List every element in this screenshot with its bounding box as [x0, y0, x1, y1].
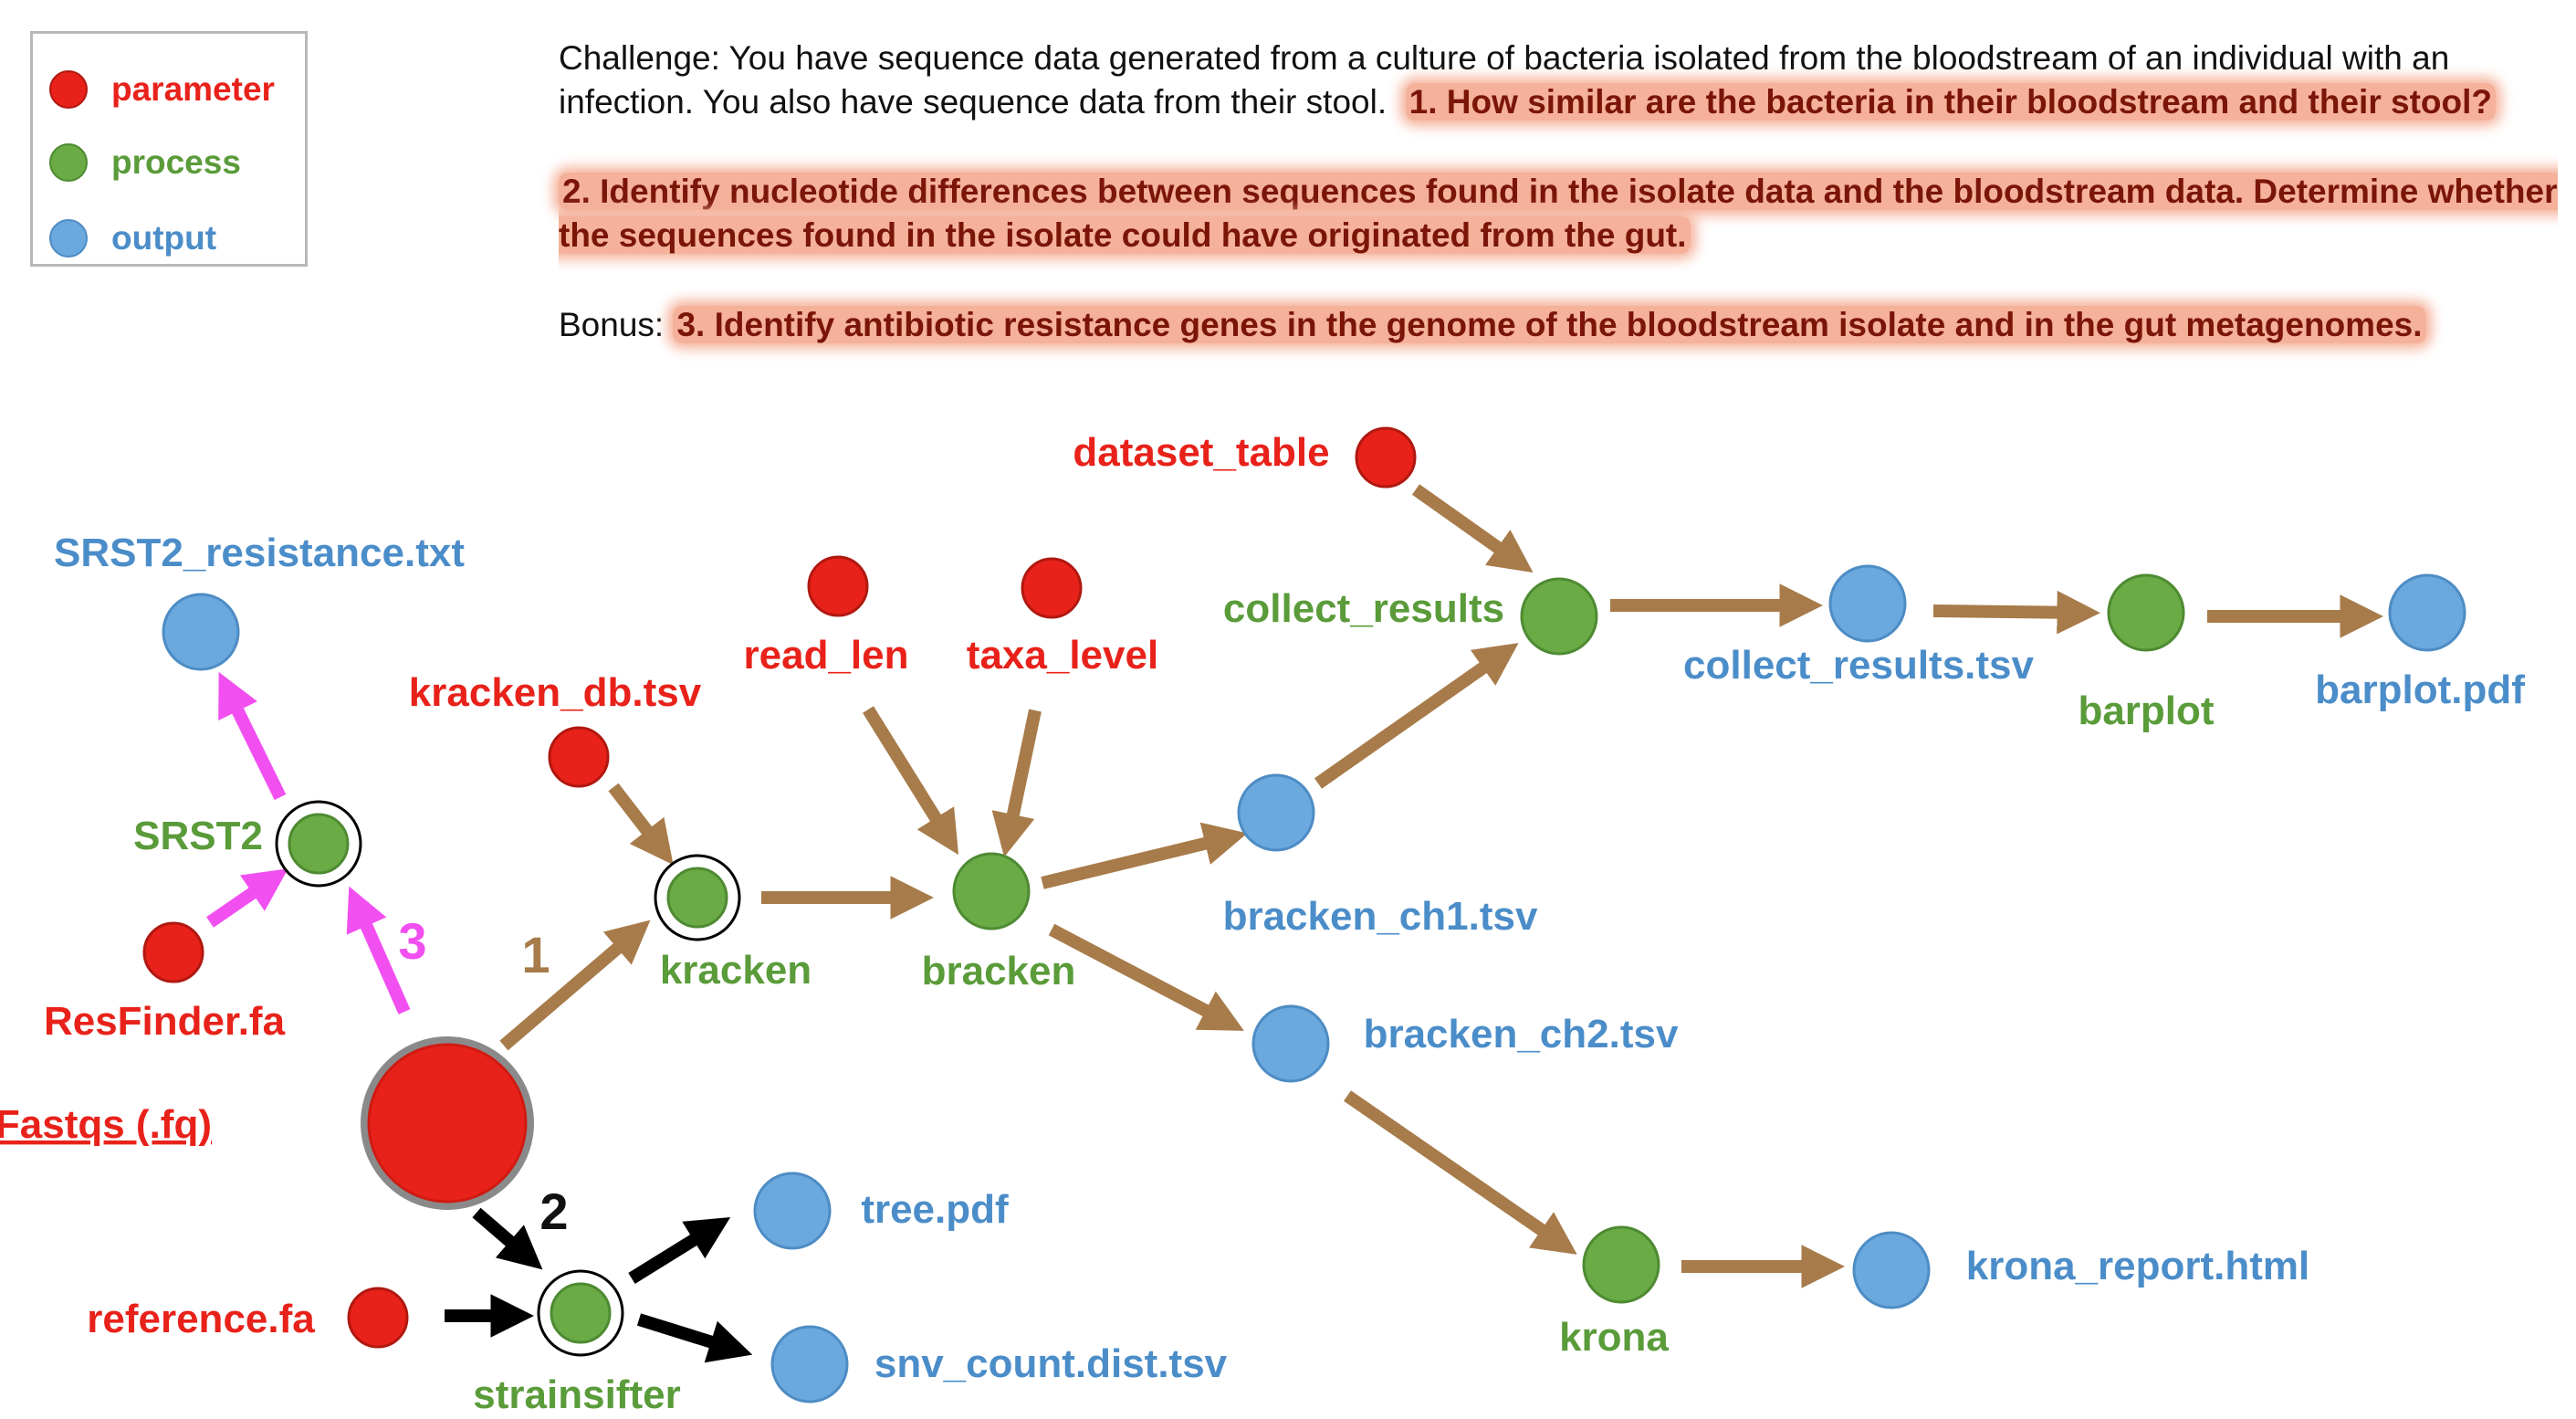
barplot-node	[2107, 573, 2185, 652]
krona-report-label: krona_report.html	[1966, 1244, 2310, 1288]
tree-pdf-node	[753, 1172, 832, 1250]
edge-bracken-ch1-to-collect-results	[1314, 643, 1519, 789]
reference-label: reference.fa	[87, 1297, 315, 1341]
resfinder-node	[142, 921, 204, 983]
fastqs-label: Fastqs (.fq)	[0, 1102, 212, 1147]
question-2-paragraph: 2. Identify nucleotide differences betwe…	[559, 170, 2567, 258]
taxa-level-node	[1021, 557, 1083, 619]
collect-results-node	[1520, 577, 1598, 656]
edge-taxa-level-to-bracken	[991, 709, 1042, 857]
tree-pdf-label: tree.pdf	[861, 1187, 1009, 1232]
edge-fastqs-to-strainsifter	[472, 1207, 543, 1270]
krona-node	[1582, 1225, 1660, 1304]
bonus-paragraph: Bonus: 3. Identify antibiotic resistance…	[559, 303, 2567, 347]
barplot-pdf-node	[2388, 573, 2466, 652]
edge-fastqs-to-srst2	[346, 886, 411, 1014]
workflow-labels: Fastqs (.fq) ResFinder.fa SRST2 SRST2_resis…	[0, 430, 2525, 1417]
path-1-label: 1	[521, 926, 550, 983]
barplot-label: barplot	[2078, 688, 2214, 733]
legend-label-output: output	[111, 219, 217, 257]
edge-read-len-to-bracken	[863, 706, 959, 856]
challenge-intro: Challenge: You have sequence data genera…	[559, 39, 2450, 121]
edge-bracken-to-bracken-ch2	[1048, 923, 1244, 1031]
kracken-db-node	[548, 726, 610, 788]
legend-label-process: process	[111, 143, 241, 181]
legend: parameter process output	[30, 31, 308, 267]
process-dot-icon	[49, 143, 88, 182]
srst2-out-node	[162, 593, 240, 671]
edge-kracken-db-to-kracken	[608, 783, 674, 866]
fastqs-node	[367, 1043, 528, 1204]
path-2-label: 2	[539, 1182, 568, 1240]
edge-srst2-to-resistance	[218, 671, 287, 801]
barplot-pdf-label: barplot.pdf	[2315, 667, 2525, 712]
edge-resfinder-to-srst2	[206, 868, 288, 928]
edge-strainsifter-to-snv	[636, 1313, 753, 1363]
bonus-label: Bonus:	[559, 306, 665, 343]
question-1: 1. How similar are the bacteria in their…	[1405, 83, 2497, 121]
edge-tsv-to-barplot	[1932, 590, 2101, 635]
edge-fastqs-to-kracken	[499, 920, 651, 1051]
bracken-ch1-node	[1237, 773, 1315, 852]
bracken-label: bracken	[922, 949, 1076, 993]
strainsifter-label: strainsifter	[473, 1372, 680, 1417]
question-3: 3. Identify antibiotic resistance genes …	[673, 306, 2426, 343]
challenge-text: Challenge: You have sequence data genera…	[559, 37, 2567, 347]
legend-label-parameter: parameter	[111, 70, 275, 108]
path-3-label: 3	[398, 912, 426, 970]
snv-count-label: snv_count.dist.tsv	[874, 1341, 1228, 1386]
srst2-out-label: SRST2_resistance.txt	[54, 531, 465, 575]
krona-label: krona	[1559, 1315, 1669, 1360]
parameter-dot-icon	[49, 70, 88, 109]
read-len-node	[807, 555, 869, 617]
legend-item-output: output	[49, 215, 216, 261]
edge-bracken-to-bracken-ch1	[1041, 822, 1248, 889]
dataset-table-node	[1355, 426, 1417, 489]
bracken-node	[952, 852, 1031, 930]
reference-node	[347, 1287, 409, 1349]
srst2-label: SRST2	[133, 814, 263, 858]
resfinder-label: ResFinder.fa	[44, 999, 286, 1044]
workflow-nodes	[142, 426, 2466, 1403]
kracken-db-label: kracken_db.tsv	[409, 670, 702, 715]
bracken-ch2-node	[1251, 1004, 1330, 1083]
dataset-table-label: dataset_table	[1073, 430, 1329, 475]
kracken-label: kracken	[660, 948, 812, 993]
bracken-ch1-label: bracken_ch1.tsv	[1223, 894, 1538, 939]
edge-bracken-ch2-to-krona	[1344, 1090, 1577, 1255]
krona-report-node	[1852, 1231, 1931, 1309]
collect-results-tsv-label: collect_results.tsv	[1683, 643, 2034, 688]
collect-results-tsv-node	[1828, 564, 1907, 643]
edge-dataset-table-to-collect-results	[1411, 484, 1534, 573]
output-dot-icon	[49, 219, 88, 258]
kracken-node	[666, 867, 728, 929]
bracken-ch2-label: bracken_ch2.tsv	[1364, 1012, 1679, 1056]
legend-item-parameter: parameter	[49, 67, 275, 112]
strainsifter-node	[550, 1282, 612, 1344]
read-len-label: read_len	[744, 633, 909, 678]
challenge-paragraph: Challenge: You have sequence data genera…	[559, 37, 2567, 124]
snv-count-node	[770, 1325, 849, 1403]
edge-strainsifter-to-tree	[628, 1216, 731, 1284]
srst2-node	[288, 813, 350, 875]
workflow-edges	[206, 484, 2384, 1363]
taxa-level-label: taxa_level	[967, 633, 1158, 678]
legend-item-process: process	[49, 140, 241, 185]
collect-results-label: collect_results	[1223, 586, 1504, 631]
